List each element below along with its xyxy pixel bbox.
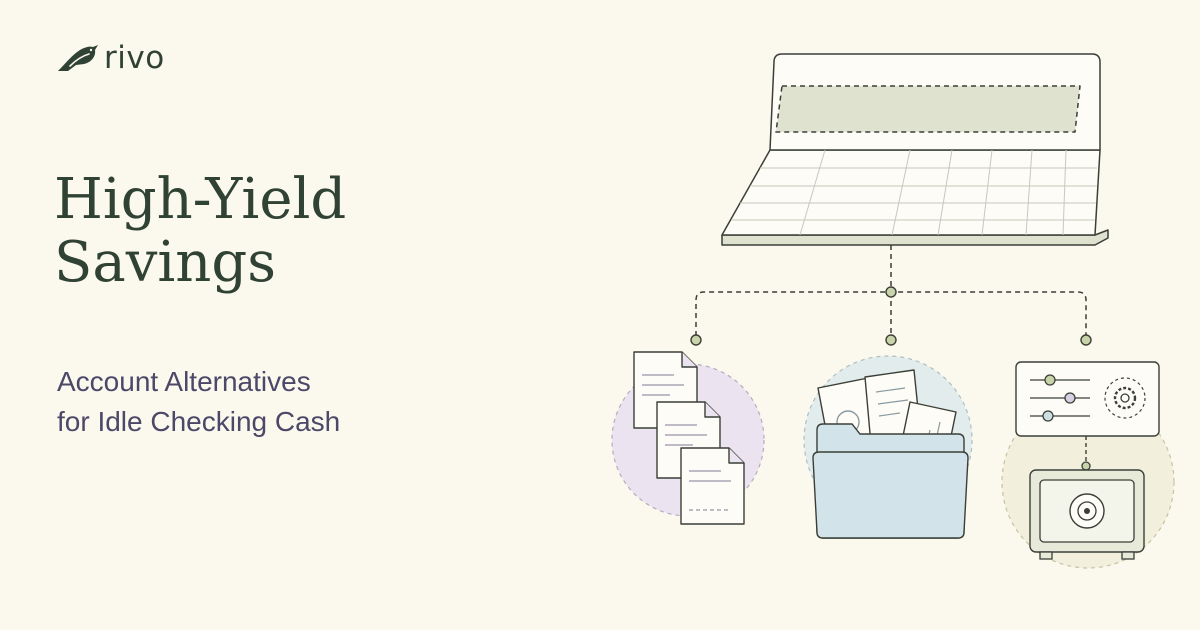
folder-of-reports-icon (803, 355, 973, 539)
page-subtitle: Account Alternatives for Idle Checking C… (57, 362, 577, 442)
subtitle-line-1: Account Alternatives (57, 366, 311, 397)
spreadsheet-tray-icon (721, 53, 1109, 246)
brand-logo: rivo (56, 40, 165, 76)
control-panel-safe-icon (1001, 361, 1175, 569)
illustration (611, 53, 1175, 569)
document-stack-icon (611, 351, 765, 525)
title-line-1: High-Yield (54, 167, 347, 232)
bird-icon (58, 45, 98, 71)
subtitle-line-2: for Idle Checking Cash (57, 406, 341, 437)
page-title: High-Yield Savings (54, 168, 614, 294)
brand-name: rivo (104, 40, 165, 76)
connector-nodes (690, 286, 1092, 346)
title-line-2: Savings (54, 230, 276, 295)
